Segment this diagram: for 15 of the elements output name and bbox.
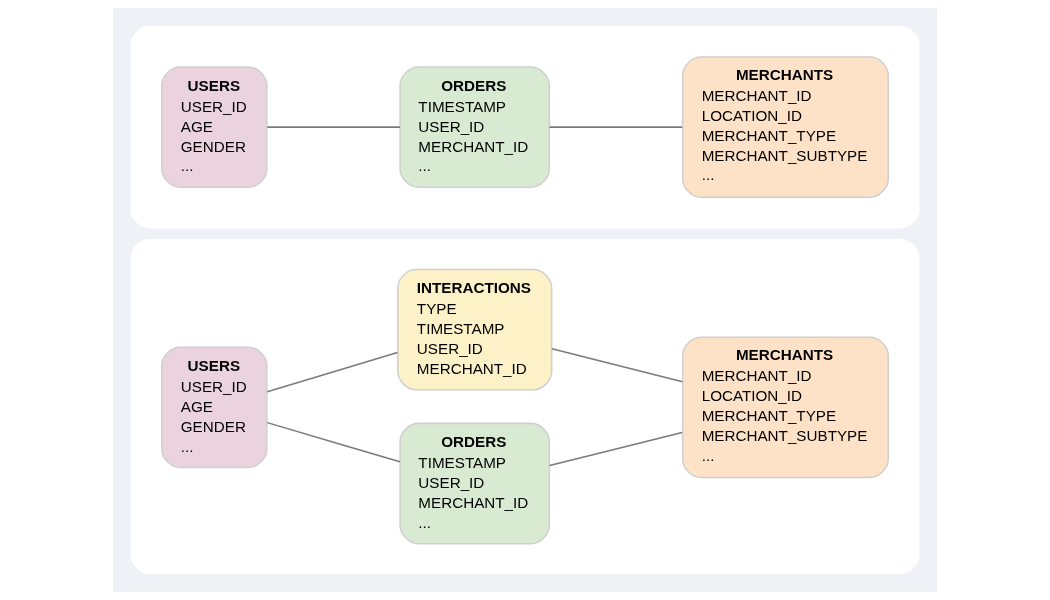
connector (266, 351, 399, 393)
connector (266, 421, 401, 463)
connector (551, 348, 684, 383)
cluster (130, 239, 920, 575)
node-box: INTERACTIONS TYPE TIMESTAMP USER_ID MERCHANT_ID (397, 268, 553, 391)
connector (548, 126, 683, 128)
node-box: USERS USER_ID AGE GENDER ... (161, 346, 268, 469)
node-box: MERCHANTS MERCHANT_ID LOCATION_ID MERCHANT_TYPE MERCHANT_SUBTYPE ... (681, 56, 889, 198)
cluster (130, 25, 920, 229)
node-box: MERCHANTS MERCHANT_ID LOCATION_ID MERCHANT_TYPE MERCHANT_SUBTYPE ... (681, 336, 889, 479)
connector (548, 431, 683, 467)
node-box: USERS USER_ID AGE GENDER ... (161, 66, 268, 189)
node-box: ORDERS TIMESTAMP USER_ID MERCHANT_ID ... (399, 422, 551, 545)
connector (266, 126, 401, 128)
node-box: ORDERS TIMESTAMP USER_ID MERCHANT_ID ... (399, 66, 551, 189)
